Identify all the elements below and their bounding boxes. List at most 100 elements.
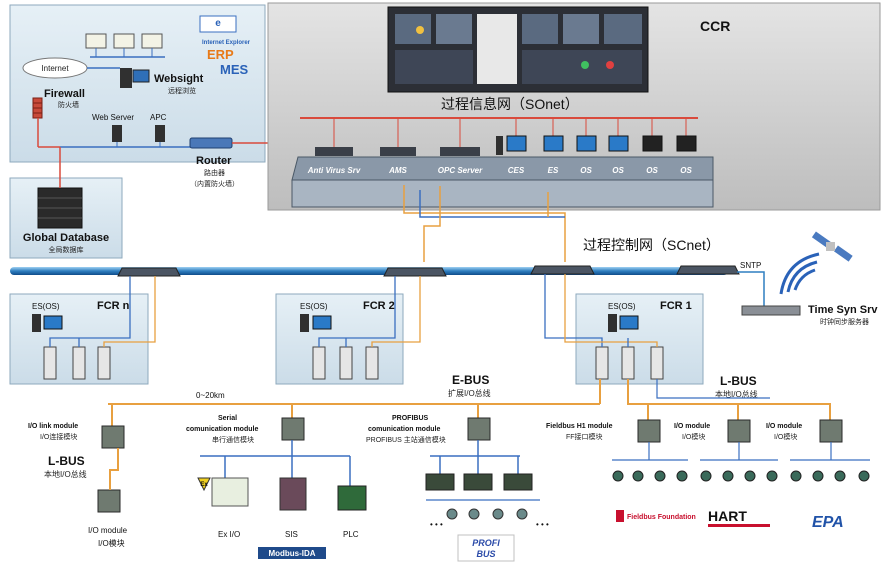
scnet-label: 过程控制网（SCnet） xyxy=(583,237,720,253)
io-module-label: I/O module xyxy=(766,423,802,430)
router-icon xyxy=(189,137,233,149)
global-database-icon xyxy=(37,187,83,229)
sis-label: SIS xyxy=(285,530,298,539)
ccr-to-scnet-links xyxy=(403,185,566,262)
firewall-icon xyxy=(32,97,43,119)
station-labels: Anti Virus Srv AMS OPC Server CES ES OS … xyxy=(307,166,693,175)
lbus-line-left xyxy=(109,448,119,490)
epa-logo: EPA xyxy=(812,514,844,531)
io-module-sublabel: I/O模块 xyxy=(682,432,705,441)
global-db-subtitle: 全局数据库 xyxy=(49,245,84,254)
router-label: Router xyxy=(196,155,232,167)
scnet-bus xyxy=(10,267,728,275)
web-server-label: Web Server xyxy=(92,113,134,122)
sonet-label: 过程信息网（SOnet） xyxy=(441,96,579,112)
hart-logo: HART xyxy=(708,508,770,527)
station-icons xyxy=(315,118,697,156)
svg-text:Modbus-IDA: Modbus-IDA xyxy=(268,549,315,558)
profibus-field-instruments xyxy=(446,508,528,520)
serial-label-2: comunication module xyxy=(186,426,258,433)
lbus-title-right: L-BUS xyxy=(720,374,757,388)
ex-io-label: Ex I/O xyxy=(218,530,240,539)
apc-server-icon xyxy=(155,125,165,142)
websight-sublabel: 远程浏览 xyxy=(168,86,196,95)
lbus-subtitle-left: 本地I/O总线 xyxy=(44,469,87,479)
fcr-workstations xyxy=(32,314,639,332)
io-module-sublabel: I/O模块 xyxy=(98,538,125,548)
fcr-name: FCR 2 xyxy=(363,300,395,312)
time-server-label: Time Syn Srv xyxy=(808,304,878,316)
control-cabinets xyxy=(43,346,664,380)
internet-explorer-logo: e Internet Explorer xyxy=(199,15,251,46)
station-label: ES xyxy=(548,166,559,175)
lbus-title-left: L-BUS xyxy=(48,454,85,468)
websight-label: Websight xyxy=(154,73,204,85)
io-module-label: I/O module xyxy=(674,423,710,430)
fcr-es-os-label: ES(OS) xyxy=(300,302,328,311)
router-sublabel-2: （内置防火墙） xyxy=(190,179,239,188)
signal-waves-icon xyxy=(779,252,820,295)
profibus-sublabel: PROFIBUS 主站通信模块 xyxy=(366,435,446,444)
ebus-distance: 0~20km xyxy=(196,391,225,400)
fcr-name: FCR n xyxy=(97,300,130,312)
station-label: OS xyxy=(580,166,592,175)
profibus-label: PROFIBUS xyxy=(392,415,429,422)
lbus-line-right xyxy=(627,379,831,425)
serial-sublabel: 串行通信模块 xyxy=(212,435,254,444)
erp-label: ERP xyxy=(207,47,234,62)
station-label: OS xyxy=(646,166,658,175)
time-server-sublabel: 时钟同步服务器 xyxy=(820,317,869,326)
web-server-icon xyxy=(112,125,122,142)
control-room-wall-icon xyxy=(387,6,649,93)
svg-text:e: e xyxy=(215,18,221,29)
station-label: CES xyxy=(508,166,525,175)
ex-io-device-icon xyxy=(211,477,249,507)
fcr-name: FCR 1 xyxy=(660,300,692,312)
svg-text:PROFI: PROFI xyxy=(472,538,500,548)
mes-label: MES xyxy=(220,62,249,77)
internet-label: Internet xyxy=(41,64,69,73)
profibus-label-2: comunication module xyxy=(368,426,440,433)
firewall-label: Firewall xyxy=(44,88,85,100)
sntp-label: SNTP xyxy=(740,261,761,270)
sntp-link xyxy=(737,271,765,306)
serial-label: Serial xyxy=(218,415,237,422)
io-link-label: I/O link module xyxy=(28,423,78,430)
apc-label: APC xyxy=(150,113,167,122)
sis-device-icon xyxy=(279,477,307,511)
plc-device-icon xyxy=(337,485,367,511)
profibus-devices xyxy=(425,473,533,491)
svg-text:Fieldbus Foundation: Fieldbus Foundation xyxy=(627,514,696,521)
ebus-subtitle: 扩展I/O总线 xyxy=(448,388,491,398)
scnet-switches xyxy=(117,265,740,277)
office-monitors xyxy=(85,33,165,58)
station-label: OS xyxy=(612,166,624,175)
svg-text:Internet Explorer: Internet Explorer xyxy=(202,40,251,46)
svg-text:BUS: BUS xyxy=(476,549,495,559)
internet-cloud-icon: Internet xyxy=(22,57,88,79)
svg-text:EPA: EPA xyxy=(812,514,844,531)
ff-module-sublabel: FF接口模块 xyxy=(566,432,603,441)
ellipsis: • • • xyxy=(536,520,549,529)
ccr-title: CCR xyxy=(700,18,730,34)
station-label: OS xyxy=(680,166,692,175)
svg-text:Ex: Ex xyxy=(200,482,208,488)
svg-text:HART: HART xyxy=(708,508,747,524)
fieldbus-foundation-logo: Fieldbus Foundation xyxy=(616,510,696,522)
modbus-logo: Modbus-IDA xyxy=(258,547,326,559)
fcr-links xyxy=(49,274,658,347)
profibus-logo: PROFI BUS xyxy=(457,534,515,562)
station-label: OPC Server xyxy=(438,166,483,175)
ex-warning-icon: Ex xyxy=(197,477,211,492)
ellipsis: • • • xyxy=(430,520,443,529)
io-module-label: I/O module xyxy=(88,526,128,535)
field-instruments-right xyxy=(612,470,870,482)
plc-label: PLC xyxy=(343,530,359,539)
field-buses-right xyxy=(612,442,870,461)
satellite-icon xyxy=(811,231,853,262)
lbus-subtitle-right: 本地I/O总线 xyxy=(715,389,758,399)
io-module-sublabel: I/O模块 xyxy=(774,432,797,441)
global-db-title: Global Database xyxy=(23,232,109,244)
websight-server-icon xyxy=(120,68,150,88)
